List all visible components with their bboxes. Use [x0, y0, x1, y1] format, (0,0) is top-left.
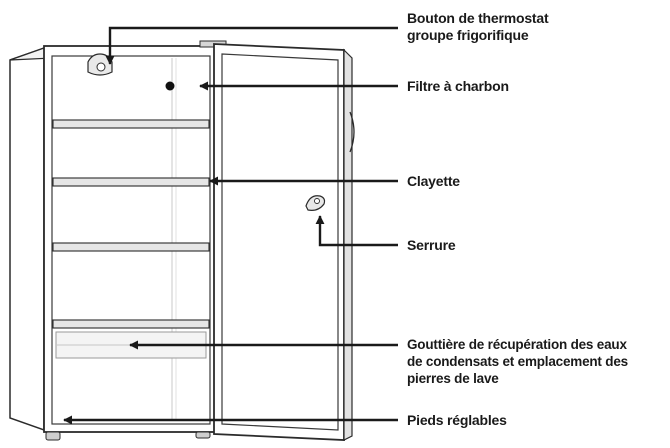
- leader-lock: [315, 215, 398, 247]
- thermostat-knob: [87, 53, 113, 76]
- callout-lines: [63, 26, 398, 425]
- shelf: [52, 319, 210, 329]
- shelf: [52, 177, 210, 187]
- shelf: [52, 242, 210, 252]
- carbon-filter-dot: [165, 81, 175, 91]
- label-feet: Pieds réglables: [407, 412, 507, 429]
- shelves: [52, 119, 210, 329]
- leader-thermostat: [105, 26, 398, 65]
- label-lock-line: Serrure: [407, 237, 456, 253]
- label-shelf-line: Clayette: [407, 173, 460, 189]
- label-gutter-line: pierres de lave: [407, 371, 499, 386]
- shelf: [52, 119, 210, 129]
- label-thermostat: Bouton de thermostat groupe frigorifique: [407, 10, 549, 44]
- door: [199, 40, 355, 441]
- cabinet-left-side: [9, 46, 45, 432]
- label-gutter-line: Gouttière de récupération des eaux: [407, 337, 627, 352]
- cabinet-interior: [51, 55, 211, 425]
- cabinet: [9, 45, 219, 441]
- label-filter: Filtre à charbon: [407, 78, 509, 95]
- label-gutter-line: de condensats et emplacement des: [407, 354, 628, 369]
- label-thermostat-line: groupe frigorifique: [407, 27, 529, 43]
- label-feet-line: Pieds réglables: [407, 412, 507, 428]
- door-handle: [349, 111, 355, 153]
- label-gutter: Gouttière de récupération des eaux de co…: [407, 336, 628, 387]
- adjustable-feet: [45, 431, 211, 441]
- label-shelf: Clayette: [407, 173, 460, 190]
- label-filter-line: Filtre à charbon: [407, 78, 509, 94]
- door-inner-frame: [221, 53, 339, 431]
- label-thermostat-line: Bouton de thermostat: [407, 10, 549, 26]
- label-lock: Serrure: [407, 237, 456, 254]
- door-lock: [305, 195, 326, 211]
